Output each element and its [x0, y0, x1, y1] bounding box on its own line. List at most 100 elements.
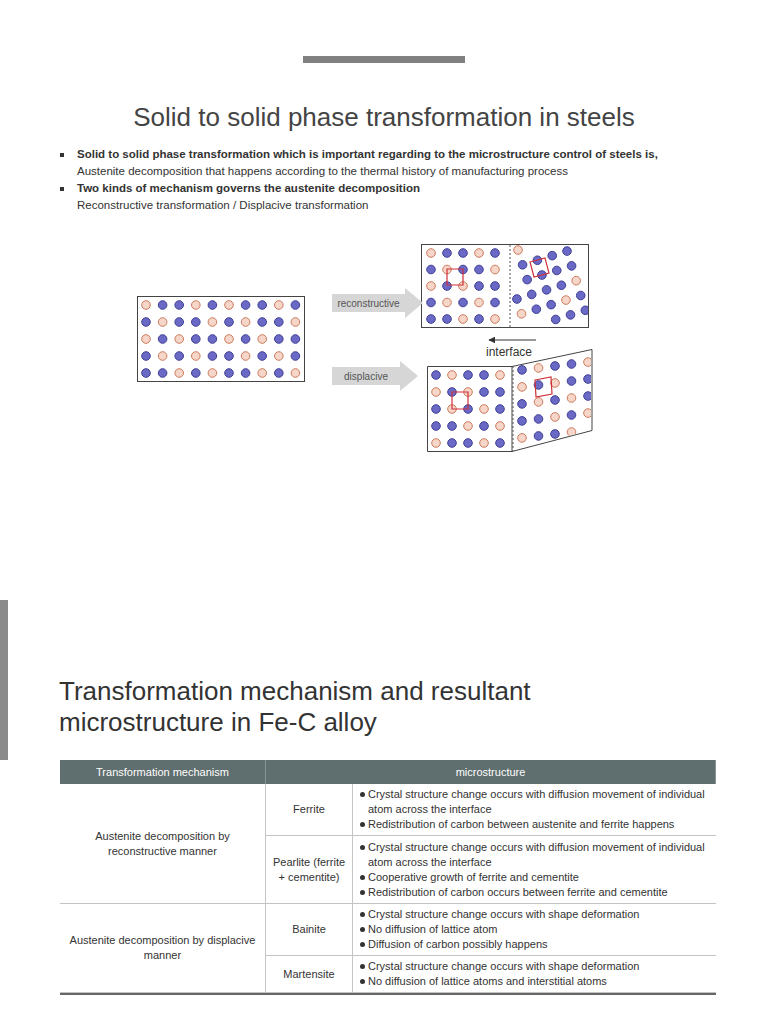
table-note: Crystal structure change occurs with dif…	[368, 841, 705, 868]
atom	[142, 335, 151, 344]
atom	[241, 352, 250, 361]
atom	[427, 265, 436, 274]
atom	[291, 318, 300, 327]
bullet-item: Crystal structure change occurs with sha…	[359, 907, 710, 922]
description-cell: Crystal structure change occurs with sha…	[353, 904, 716, 956]
atom	[443, 249, 452, 258]
arrow-label: displacive	[344, 371, 388, 382]
atom	[496, 371, 505, 380]
atom	[584, 358, 593, 367]
atom	[475, 282, 484, 291]
atom	[566, 311, 575, 320]
atom	[480, 422, 489, 431]
atom	[432, 439, 441, 448]
atom	[158, 369, 167, 378]
atom	[192, 369, 201, 378]
atom	[496, 388, 505, 397]
side-bar	[0, 600, 8, 760]
top-bar	[303, 56, 465, 63]
bullet-line: Austenite decomposition that happens acc…	[58, 163, 738, 180]
atom	[192, 318, 201, 327]
atom	[192, 301, 201, 310]
atom	[547, 300, 556, 309]
atom	[275, 301, 284, 310]
atom	[584, 409, 593, 418]
interface-line	[510, 245, 511, 327]
atom	[534, 432, 543, 441]
atom	[491, 265, 500, 274]
atom	[225, 301, 234, 310]
atom	[241, 318, 250, 327]
atom	[427, 315, 436, 324]
atom	[258, 318, 267, 327]
atom	[542, 286, 551, 295]
atom	[208, 352, 217, 361]
bullet-item: Crystal structure change occurs with dif…	[359, 787, 710, 817]
bullet-item: Diffusion of carbon possibly happens	[359, 937, 710, 952]
atom	[518, 366, 527, 375]
atom	[291, 369, 300, 378]
atom	[576, 291, 585, 300]
bullet-heading: Solid to solid phase transformation whic…	[77, 148, 658, 160]
bullet-mark	[360, 792, 365, 797]
atom	[491, 315, 500, 324]
atom	[241, 301, 250, 310]
atom	[142, 301, 151, 310]
atom	[459, 249, 468, 258]
atom	[448, 439, 457, 448]
unit-cell	[447, 269, 463, 285]
atom	[557, 281, 566, 290]
atom	[443, 298, 452, 307]
header-cell: microstructure	[266, 760, 716, 784]
atom	[427, 249, 436, 258]
table-cell-text: Martensite	[283, 967, 334, 982]
sheared-lattice	[518, 358, 593, 442]
atom	[581, 306, 588, 315]
reconstructive-box	[422, 245, 589, 328]
header-text: microstructure	[456, 765, 526, 780]
atom	[567, 411, 576, 420]
bullet-mark	[360, 912, 365, 917]
intro-block: Solid to solid phase transformation whic…	[58, 146, 738, 214]
atom	[192, 335, 201, 344]
unit-cell	[530, 258, 549, 277]
atom	[514, 246, 523, 255]
atom	[225, 335, 234, 344]
bullet-line: Reconstructive transformation / Displaci…	[58, 197, 738, 214]
atom	[563, 247, 572, 256]
atom	[551, 362, 560, 371]
description-cell: Crystal structure change occurs with dif…	[353, 836, 716, 904]
atom	[427, 282, 436, 291]
table-note: Cooperative growth of ferrite and cement…	[368, 871, 579, 883]
atom	[518, 417, 527, 426]
arrow-fill	[332, 288, 423, 318]
atom	[491, 249, 500, 258]
sheared-region	[512, 350, 592, 452]
atom	[584, 375, 593, 384]
atom	[175, 352, 184, 361]
table-cell-text: Bainite	[292, 922, 326, 937]
table-cell-text: Pearlite (ferrite + cementite)	[272, 855, 346, 885]
table-note: No diffusion of lattice atom	[368, 923, 497, 935]
atom	[275, 352, 284, 361]
atom	[459, 298, 468, 307]
atom	[572, 276, 581, 285]
bullet-mark	[360, 979, 365, 984]
atom	[496, 405, 505, 414]
page-title: Solid to solid phase transformation in s…	[0, 102, 768, 133]
section-heading: Transformation mechanism and resultant m…	[59, 676, 559, 738]
atom	[432, 405, 441, 414]
header-cell: Transformation mechanism	[60, 760, 266, 784]
parent-lattice-box	[138, 297, 305, 382]
atom	[567, 428, 576, 437]
table-note: No diffusion of lattice atoms and inters…	[368, 975, 607, 987]
atom	[551, 430, 560, 439]
atom	[523, 275, 532, 284]
bullet-mark	[360, 822, 365, 827]
atom	[291, 352, 300, 361]
atom	[208, 301, 217, 310]
phase-cell: Pearlite (ferrite + cementite)	[266, 836, 353, 904]
atom	[291, 335, 300, 344]
atom	[584, 392, 593, 401]
atom	[475, 249, 484, 258]
